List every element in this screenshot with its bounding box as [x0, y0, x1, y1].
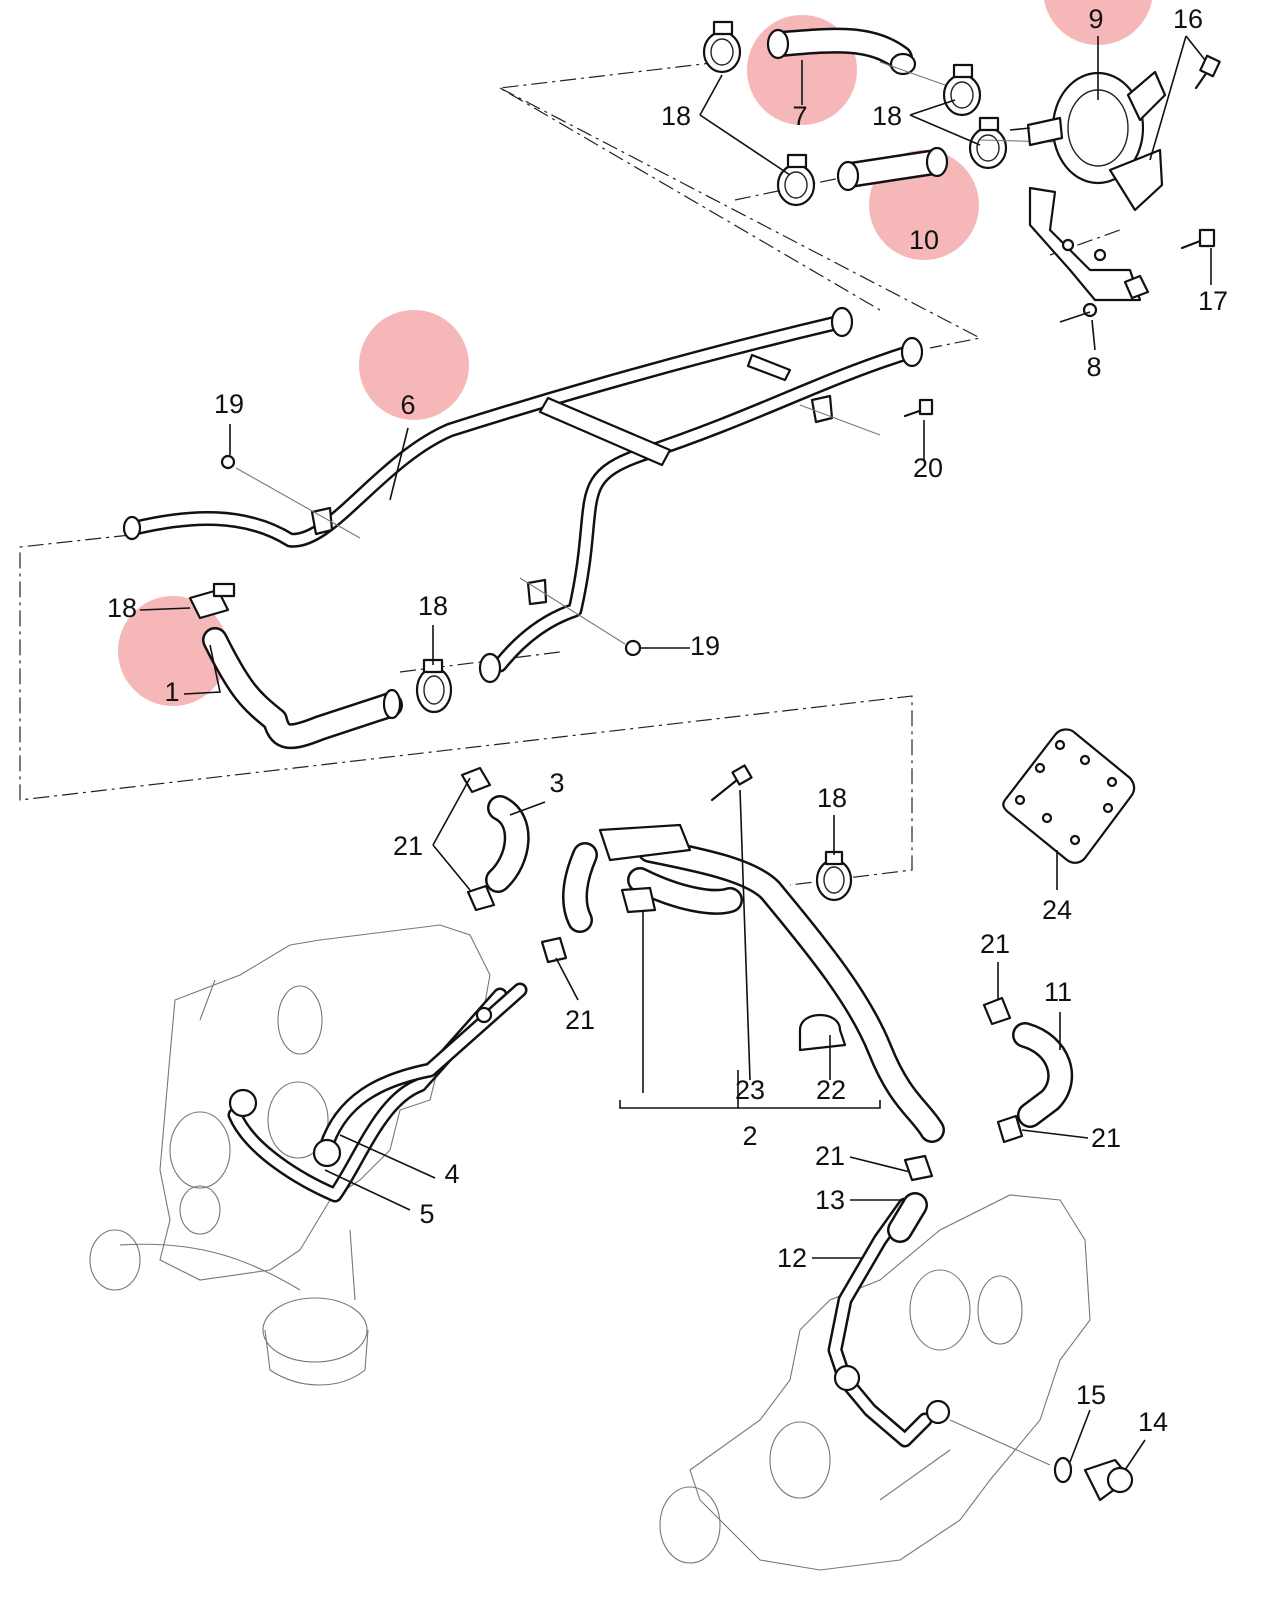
clip-22-icon	[798, 1014, 847, 1052]
callout-12: 12	[777, 1243, 807, 1273]
callout-6: 6	[400, 390, 415, 420]
callout-18-left: 18	[107, 593, 137, 623]
clamps-21-left	[460, 766, 568, 964]
callout-21-lower: 21	[815, 1141, 845, 1171]
bolt-23-icon	[710, 764, 753, 802]
callout-21-top-right: 21	[980, 929, 1010, 959]
part-6-coolant-pipe	[122, 306, 924, 684]
clamp-18-right-icon	[815, 850, 853, 902]
clamps-21-right	[903, 996, 1024, 1182]
part-3-hose	[485, 795, 530, 893]
callout-15: 15	[1076, 1380, 1106, 1410]
callout-23: 23	[735, 1075, 765, 1105]
bolt-20-icon	[799, 398, 934, 436]
callout-21-left: 21	[393, 831, 423, 861]
callout-10: 10	[909, 225, 939, 255]
bolt-16-icon	[1194, 54, 1221, 90]
callout-11: 11	[1044, 977, 1072, 1007]
callout-labels: 1 2 3 4 5 6 7 8 9 10 11 12 13 14 15 16 1…	[107, 4, 1228, 1437]
callout-24: 24	[1042, 895, 1072, 925]
callout-18-top-right: 18	[872, 101, 902, 131]
leader-lines	[139, 35, 1212, 1471]
clamp-18-left-icon	[188, 582, 236, 620]
part-8-bracket	[1028, 186, 1150, 323]
callout-21-mid: 21	[565, 1005, 595, 1035]
clamp-icon	[968, 116, 1008, 170]
hose-clamps-18-top	[702, 20, 1056, 207]
callout-18-right: 18	[817, 783, 847, 813]
part-15-washer	[1053, 1456, 1073, 1484]
part-24-gasket	[1002, 728, 1136, 864]
clamp-icon	[776, 153, 816, 207]
clamp-18-mid-icon	[415, 658, 453, 714]
highlight-part-9	[1043, 0, 1153, 45]
callout-21-right: 21	[1091, 1123, 1121, 1153]
part-14-banjo-bolt	[949, 1419, 1134, 1502]
callout-2: 2	[742, 1121, 757, 1151]
part-2-hose-assembly	[562, 823, 945, 1143]
clamp-icon	[942, 63, 982, 117]
right-turbocharger-assembly	[659, 1192, 1091, 1571]
callout-4: 4	[444, 1159, 459, 1189]
callout-14: 14	[1138, 1407, 1168, 1437]
part-9-coolant-pump	[1009, 70, 1167, 212]
highlight-part-6	[359, 310, 469, 420]
highlight-markers	[118, 0, 1153, 706]
part-1-hose	[202, 627, 403, 750]
bolt-17-icon	[1180, 228, 1216, 250]
left-turbocharger-assembly	[89, 924, 528, 1386]
callout-18-top-left: 18	[661, 101, 691, 131]
highlight-part-1	[118, 596, 228, 706]
callout-5: 5	[419, 1199, 434, 1229]
callout-22: 22	[816, 1075, 846, 1105]
callout-3: 3	[549, 768, 564, 798]
callout-19-mid: 19	[690, 631, 720, 661]
callout-13: 13	[815, 1185, 845, 1215]
callout-20: 20	[913, 453, 943, 483]
part-7-hose	[766, 27, 917, 76]
clamp-icon	[702, 20, 742, 74]
bolt-19-icon	[220, 454, 361, 539]
callout-19-top: 19	[214, 389, 244, 419]
part-11-hose	[1012, 1022, 1074, 1128]
callout-9: 9	[1088, 4, 1103, 34]
callout-17: 17	[1198, 286, 1228, 316]
callout-18-mid: 18	[418, 591, 448, 621]
callout-7: 7	[792, 101, 807, 131]
callout-16: 16	[1173, 4, 1203, 34]
part-10-hose	[836, 146, 949, 192]
callout-8: 8	[1086, 352, 1101, 382]
callout-1: 1	[164, 677, 179, 707]
